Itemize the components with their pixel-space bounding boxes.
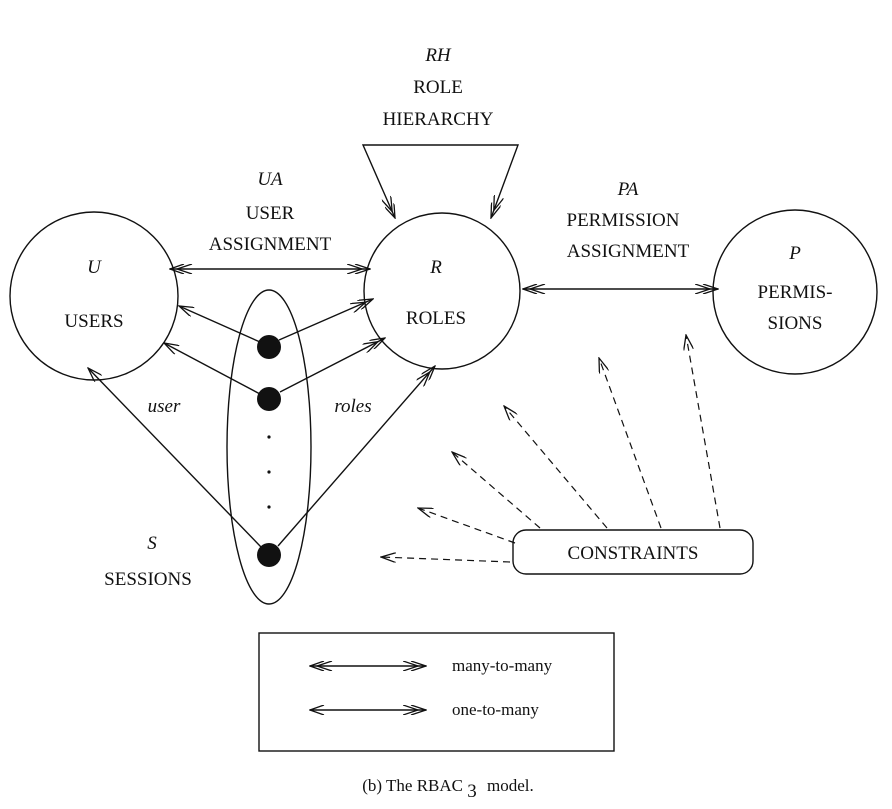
ua-line2: ASSIGNMENT (209, 234, 332, 255)
session1-user-arrow (179, 306, 261, 343)
permissions-abbr: P (788, 243, 801, 264)
ellipsis-dot-3 (267, 505, 271, 509)
users-abbr: U (87, 257, 102, 278)
ellipsis-dot-1 (267, 435, 271, 439)
user-edge-label: user (148, 396, 181, 417)
roles-edge-label: roles (334, 396, 371, 417)
caption-prefix: (b) The RBAC (362, 776, 463, 795)
legend-one-to-many-label: one-to-many (452, 700, 539, 719)
sessions-abbr: S (147, 533, 157, 554)
constraint-arrow-1 (381, 557, 511, 563)
rh-line2: HIERARCHY (383, 109, 494, 130)
ellipsis-dot-2 (267, 470, 271, 474)
constraint-arrow-5 (599, 358, 662, 529)
session-dot-2 (257, 387, 281, 411)
constraint-arrow-6 (686, 335, 721, 529)
session1-roles-arrow (278, 299, 373, 341)
permissions-label-1: PERMIS- (758, 282, 833, 303)
session2-user-arrow (164, 343, 261, 395)
session-dot-1 (257, 335, 281, 359)
rh-line1: ROLE (413, 77, 463, 98)
roles-abbr: R (429, 257, 442, 278)
sessions-ellipse (226, 289, 312, 605)
session-dot-3 (257, 543, 281, 567)
constraint-arrow-4 (504, 406, 608, 529)
ua-line1: USER (246, 203, 295, 224)
role-hierarchy-loop (361, 144, 520, 218)
legend-many-to-many-label: many-to-many (452, 656, 553, 675)
caption-subscript: 3 (467, 781, 477, 802)
constraint-arrow-3 (452, 452, 541, 529)
constraints-box (512, 529, 754, 575)
legend-box (258, 632, 615, 752)
pa-abbr: PA (617, 179, 639, 200)
permissions-label-2: SIONS (768, 313, 823, 334)
constraint-arrow-2 (418, 508, 516, 544)
rh-abbr: RH (424, 45, 452, 66)
roles-label: ROLES (406, 308, 466, 329)
ua-abbr: UA (257, 169, 283, 190)
users-label: USERS (64, 311, 123, 332)
sessions-label: SESSIONS (104, 569, 192, 590)
pa-line2: ASSIGNMENT (567, 241, 690, 262)
constraints-label: CONSTRAINTS (568, 543, 699, 564)
roles-circle (363, 212, 521, 370)
session3-roles-arrow (277, 366, 435, 547)
caption: (b) The RBAC 3 model. (362, 776, 534, 802)
caption-suffix: model. (487, 776, 534, 795)
session3-user-arrow (88, 368, 262, 548)
session2-roles-arrow (279, 338, 385, 393)
users-circle (9, 211, 179, 381)
pa-line1: PERMISSION (567, 210, 680, 231)
